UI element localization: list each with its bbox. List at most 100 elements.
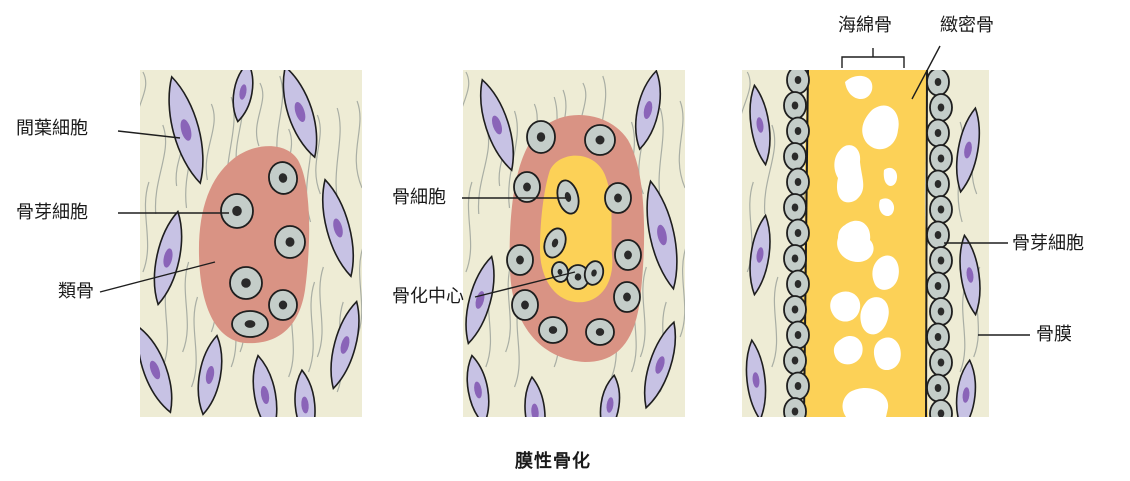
round-cell-icon (586, 319, 614, 345)
round-cell-icon (930, 247, 952, 274)
round-cell-icon (507, 245, 533, 275)
osteoblast-cell-nucleus (232, 206, 242, 216)
osteoblast-cell-nucleus (245, 320, 256, 328)
label-osteoblast-left: 骨芽細胞 (16, 204, 88, 222)
round-cell-icon (275, 226, 305, 258)
osteoblast-cell-nucleus (795, 280, 802, 288)
osteoblast-cell-nucleus (935, 180, 942, 188)
osteoblast-cell-nucleus (938, 154, 945, 162)
round-cell-icon (784, 143, 806, 170)
figure-caption: 膜性骨化 (515, 447, 591, 473)
round-cell-icon (605, 183, 631, 213)
round-cell-icon (930, 94, 952, 121)
osteoblast-cell-nucleus (795, 76, 802, 84)
label-periosteum: 骨膜 (1036, 326, 1072, 344)
label-spongy-bone: 海綿骨 (838, 17, 892, 35)
osteoblast-cell-nucleus (792, 356, 799, 364)
osteoblast-cell-nucleus (795, 331, 802, 339)
panel-mesenchyme-stage (129, 61, 367, 441)
panel-ossification-center-stage (458, 69, 686, 448)
round-cell-icon (930, 196, 952, 223)
osteoblast-cell-nucleus (623, 293, 631, 302)
osteoblast-cell-nucleus (523, 183, 531, 192)
round-cell-icon (269, 290, 297, 320)
round-cell-icon (230, 267, 262, 299)
round-cell-icon (927, 171, 949, 198)
round-cell-icon (787, 322, 809, 349)
round-cell-icon (784, 347, 806, 374)
round-cell-icon (930, 145, 952, 172)
round-cell-icon (784, 194, 806, 221)
round-cell-icon (784, 245, 806, 272)
round-cell-icon (784, 296, 806, 323)
osteoblast-cell-nucleus (938, 256, 945, 264)
round-cell-icon (784, 398, 806, 425)
round-cell-icon (787, 67, 809, 94)
osteoblast-cell-nucleus (537, 132, 545, 142)
osteoblast-cell-nucleus (792, 407, 799, 415)
bone-edge-right (926, 70, 927, 417)
label-ossification-center: 骨化中心 (392, 288, 464, 306)
osteoblast-cell-nucleus (792, 254, 799, 262)
osteoblast-cell-nucleus (795, 178, 802, 186)
round-cell-icon (614, 282, 640, 312)
osteoblast-cell-nucleus (575, 273, 582, 280)
osteoblast-cell-nucleus (792, 101, 799, 109)
osteoblast-cell-nucleus (241, 278, 251, 288)
round-cell-icon (930, 298, 952, 325)
osteoblast-cell-nucleus (935, 231, 942, 239)
osteoblast-cell-nucleus (624, 251, 632, 260)
round-cell-icon (585, 125, 615, 155)
label-osteoid: 類骨 (58, 283, 94, 301)
label-compact-bone: 緻密骨 (940, 17, 994, 35)
round-cell-icon (927, 69, 949, 96)
round-cell-icon (927, 375, 949, 402)
osteoblast-cell-nucleus (516, 256, 524, 265)
osteoblast-cell-nucleus (614, 194, 622, 203)
osteoblast-cell-nucleus (795, 382, 802, 390)
osteoblast-cell-nucleus (792, 203, 799, 211)
round-cell-icon (787, 118, 809, 145)
round-cell-icon (787, 271, 809, 298)
round-cell-icon (927, 273, 949, 300)
osteoblast-cell-nucleus (938, 307, 945, 315)
round-cell-icon (787, 169, 809, 196)
marrow-cavity (874, 337, 901, 370)
osteoblast-cell-nucleus (279, 301, 287, 310)
osteoblast-cell-nucleus (795, 229, 802, 237)
round-cell-icon (927, 222, 949, 249)
osteoblast-cell-nucleus (935, 333, 942, 341)
osteoblast-cell-nucleus (935, 282, 942, 290)
marrow-cavity (834, 145, 863, 202)
osteoblast-cell-nucleus (795, 127, 802, 135)
osteoblast-cell-nucleus (596, 328, 604, 336)
osteoblast-cell-nucleus (938, 358, 945, 366)
osteoblast-cell-nucleus (792, 152, 799, 160)
round-cell-icon (221, 194, 253, 228)
bracket-spongy-bone (842, 48, 904, 68)
round-cell-icon (615, 240, 641, 270)
round-cell-icon (930, 349, 952, 376)
osteoblast-cell-nucleus (935, 129, 942, 137)
osteoblast-cell-nucleus (521, 301, 529, 310)
panel-bone-formation-stage (739, 67, 989, 431)
osteoblast-cell-nucleus (596, 136, 605, 145)
osteoblast-cell-nucleus (792, 305, 799, 313)
label-osteoblast-right: 骨芽細胞 (1012, 235, 1084, 253)
label-mesenchymal-cell: 間葉細胞 (16, 120, 88, 138)
round-cell-icon (927, 324, 949, 351)
osteoblast-cell-nucleus (935, 78, 942, 86)
round-cell-icon (787, 373, 809, 400)
round-cell-icon (232, 311, 268, 337)
osteoblast-cell-nucleus (286, 237, 295, 247)
osteoblast-cell-nucleus (938, 205, 945, 213)
round-cell-icon (527, 121, 555, 153)
round-cell-icon (784, 92, 806, 119)
osteoblast-cell-nucleus (938, 409, 945, 417)
round-cell-icon (512, 290, 538, 320)
round-cell-icon (787, 220, 809, 247)
label-osteocyte: 骨細胞 (392, 189, 446, 207)
round-cell-icon (927, 120, 949, 147)
